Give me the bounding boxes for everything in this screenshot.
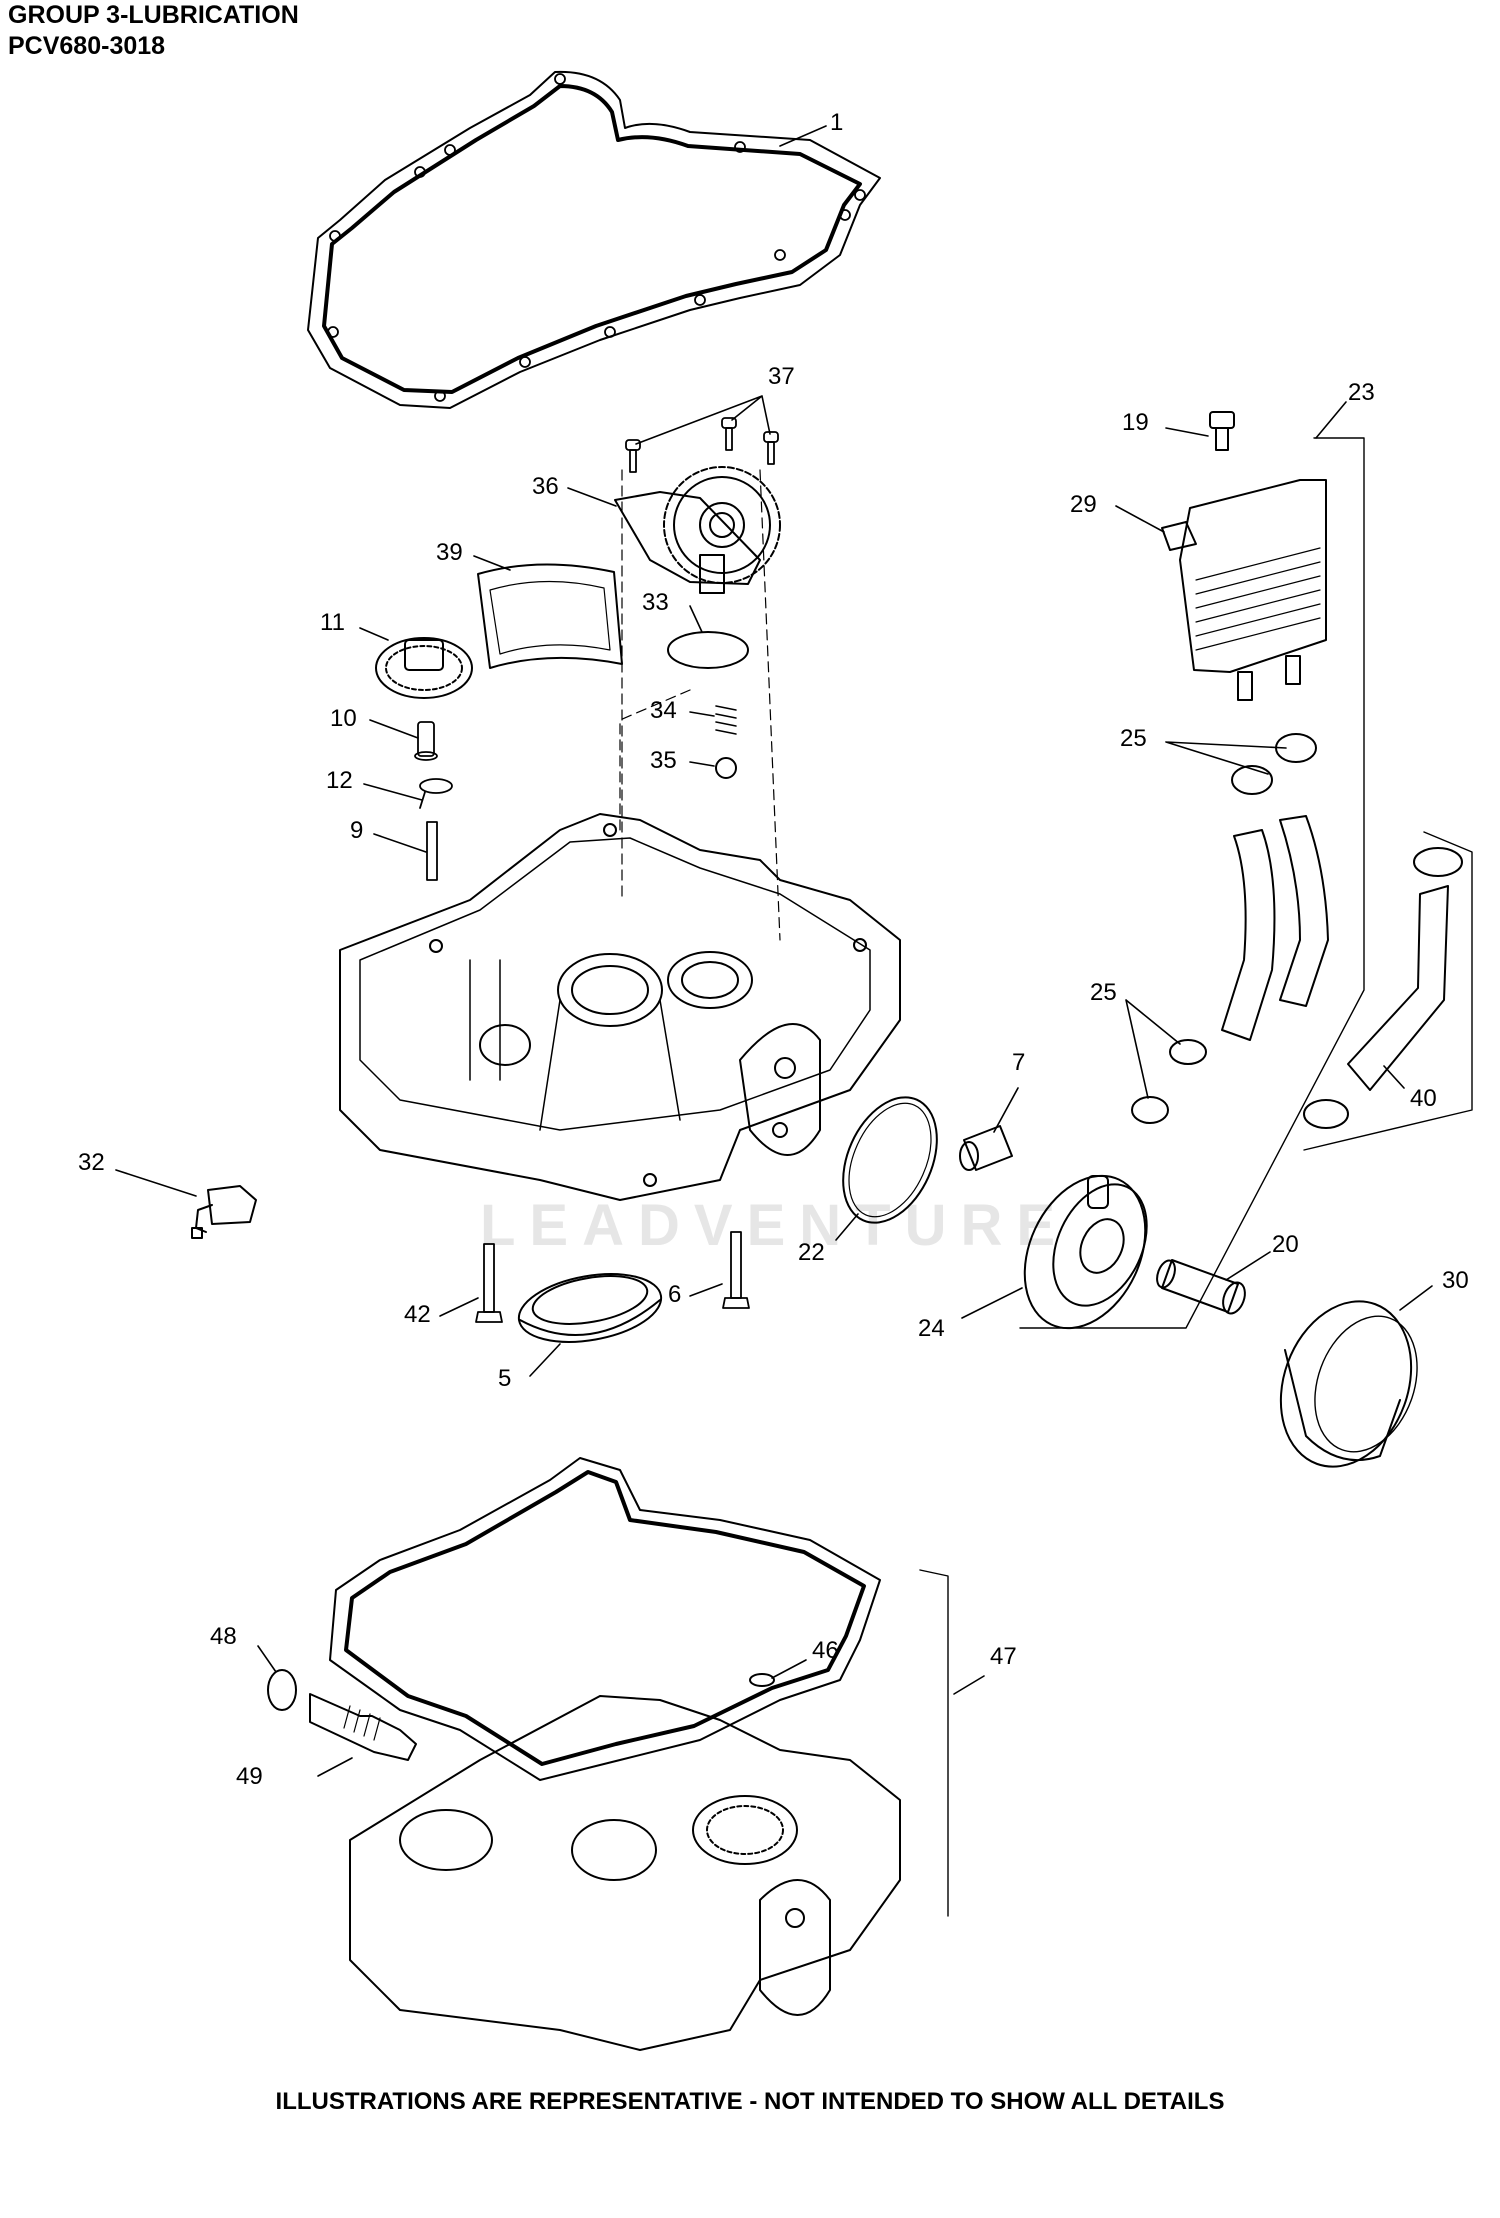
oil-cooler <box>1161 411 1327 701</box>
small-o-ring <box>749 1673 775 1687</box>
callout-37: 37 <box>768 363 795 390</box>
callout-11: 11 <box>320 609 345 636</box>
leader-lines <box>115 125 1433 1777</box>
callout-22: 22 <box>798 1239 825 1266</box>
oil-pickup-o-ring <box>842 1096 938 1224</box>
callout-40: 40 <box>1410 1085 1437 1112</box>
pump-o-ring <box>667 631 749 669</box>
housing-bolts <box>475 1231 750 1323</box>
relief-ball <box>715 757 737 779</box>
callout-6: 6 <box>668 1281 682 1308</box>
bypass-hose <box>1303 847 1463 1129</box>
callout-33: 33 <box>642 589 669 616</box>
callout-25: 25 <box>1120 725 1147 752</box>
callout-19: 19 <box>1122 409 1149 436</box>
group-bracket-lines <box>919 437 1473 1917</box>
callout-23: 23 <box>1348 379 1375 406</box>
callout-10: 10 <box>330 705 357 732</box>
callout-7: 7 <box>1012 1049 1026 1076</box>
screws <box>625 417 779 473</box>
hose-clamps-lower <box>1131 1039 1207 1124</box>
footer-note: ILLUSTRATIONS ARE REPRESENTATIVE - NOT I… <box>275 2088 1225 2115</box>
callout-39: 39 <box>436 539 463 566</box>
relief-spring <box>715 705 737 735</box>
filter-nipple <box>1156 1259 1246 1315</box>
oil-pressure-sensor <box>191 1185 257 1239</box>
callout-47: 47 <box>990 1643 1017 1670</box>
callout-29: 29 <box>1070 491 1097 518</box>
dipstick-tube-parts <box>267 1669 417 1761</box>
spacer-bushing <box>959 1125 1013 1171</box>
callout-9: 9 <box>350 817 364 844</box>
lower-housing-assembly <box>349 1695 901 2051</box>
callout-5: 5 <box>498 1365 512 1392</box>
callout-34: 34 <box>650 697 677 724</box>
callout-12: 12 <box>326 767 353 794</box>
alignment-lines <box>619 469 781 941</box>
oil-pump-assembly <box>614 466 781 594</box>
callout-42: 42 <box>404 1301 431 1328</box>
model-number: PCV680-3018 <box>8 32 166 60</box>
callout-46: 46 <box>812 1637 839 1664</box>
hose-clamps-upper <box>1231 733 1317 795</box>
crank-seal <box>517 1273 663 1343</box>
callout-32: 32 <box>78 1149 105 1176</box>
callout-30: 30 <box>1442 1267 1469 1294</box>
page-title: GROUP 3-LUBRICATION <box>8 1 299 29</box>
crankcase-housing <box>339 813 901 1201</box>
oil-screen <box>477 563 623 669</box>
callout-49: 49 <box>236 1763 263 1790</box>
cooler-hoses <box>1221 815 1329 1041</box>
callout-48: 48 <box>210 1623 237 1650</box>
watermark: LEADVENTURE <box>480 1193 1070 1258</box>
governor-shaft-parts <box>414 721 453 881</box>
oil-filter-adapter <box>1023 1174 1148 1330</box>
gasket-top <box>307 70 881 409</box>
callout-24: 24 <box>918 1315 945 1342</box>
callout-25: 25 <box>1090 979 1117 1006</box>
callout-36: 36 <box>532 473 559 500</box>
oil-filter <box>1279 1300 1418 1468</box>
callout-35: 35 <box>650 747 677 774</box>
callout-1: 1 <box>830 109 844 136</box>
callout-20: 20 <box>1272 1231 1299 1258</box>
gasket-lower <box>329 1457 881 1781</box>
governor-gear <box>375 637 473 699</box>
